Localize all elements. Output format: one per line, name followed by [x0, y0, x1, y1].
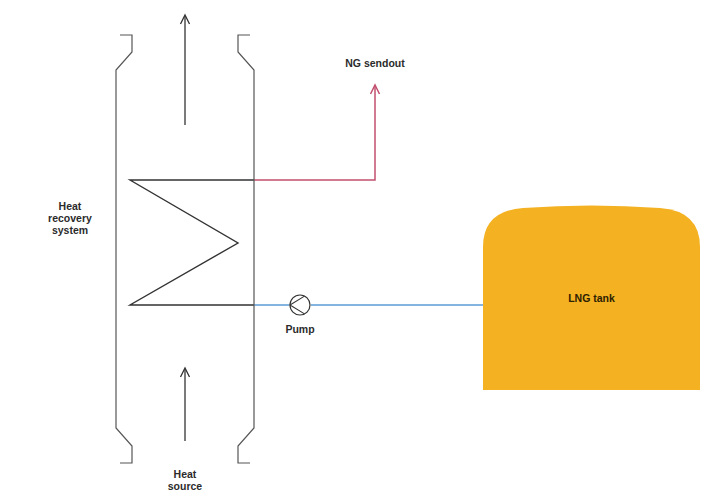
tank-body: [483, 206, 700, 391]
stream-label: Heat source: [162, 468, 208, 492]
node-label: Heat recovery system: [42, 200, 98, 236]
pipe-connector: [254, 304, 289, 306]
node-label: LNG tank: [568, 292, 615, 304]
pump-symbol-outline: [289, 294, 311, 316]
pump-circle: [290, 295, 310, 315]
arrow-head: [371, 85, 380, 94]
pipe-connector: [311, 304, 483, 306]
node-label: Pump: [285, 323, 314, 335]
exhaust-arrow: [184, 16, 185, 125]
heat-exchanger-coil: [130, 180, 254, 305]
pump-symbol: Pump: [289, 294, 311, 316]
heat-recovery-housing-outline: [116, 35, 254, 463]
heat-source-arrow: [184, 369, 185, 441]
stream-label: NG sendout: [330, 57, 420, 69]
housing-wall: [116, 35, 132, 463]
label-holder: NG sendout: [330, 57, 420, 69]
text-holder: LNG tank: [483, 205, 700, 390]
sendout-line: [254, 86, 375, 180]
text-holder: Pump: [285, 323, 314, 335]
pump-triangle: [290, 296, 305, 314]
label-holder: Heat source: [162, 468, 208, 492]
lng-tank: LNG tank: [483, 205, 700, 390]
heat-recovery-housing: Heat recovery system: [116, 35, 254, 463]
arrow-head: [181, 368, 190, 377]
housing-wall: [238, 35, 254, 463]
text-holder: Heat recovery system: [42, 200, 98, 236]
arrow-head: [181, 15, 190, 24]
